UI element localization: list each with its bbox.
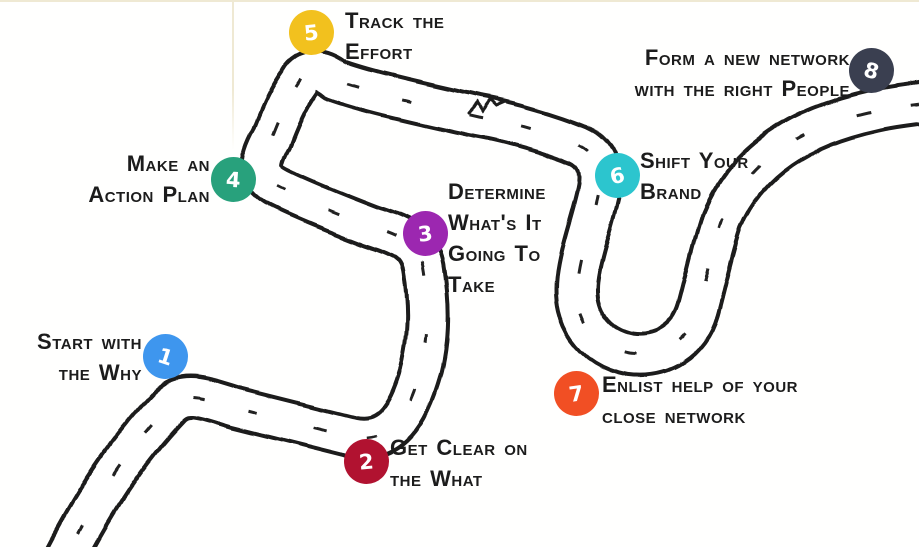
milestone-circle-3: 3 xyxy=(403,211,448,256)
label-enlist-help-of-your-close-network: Enlist help of your close network xyxy=(602,372,799,428)
milestone-circle-2: 2 xyxy=(344,439,389,484)
road-path-group xyxy=(44,48,919,547)
road-surface xyxy=(49,52,919,547)
milestone-number-7: 7 xyxy=(567,380,586,407)
milestone-circle-6: 6 xyxy=(595,153,640,198)
guide-line-top xyxy=(0,0,919,2)
label-track-the-effort: Track the Effort xyxy=(345,8,445,64)
milestone-circle-1: 1 xyxy=(143,334,188,379)
milestone-number-1: 1 xyxy=(154,342,177,371)
guide-line-vertical xyxy=(232,0,234,150)
label-form-a-new-network: Form a new network with the right People xyxy=(634,45,850,101)
milestone-circle-4: 4 xyxy=(211,157,256,202)
label-shift-your-brand: Shift Your Brand xyxy=(640,148,749,204)
road-scribble-mark xyxy=(466,96,507,114)
milestone-number-2: 2 xyxy=(358,448,375,475)
milestone-number-3: 3 xyxy=(416,220,435,247)
label-start-with-the-why: Start with the Why xyxy=(37,329,142,385)
milestone-circle-8: 8 xyxy=(849,48,894,93)
milestone-number-4: 4 xyxy=(225,167,242,192)
milestone-number-8: 8 xyxy=(861,56,882,85)
label-get-clear-on-the-what: Get Clear on the What xyxy=(390,435,528,491)
milestone-number-5: 5 xyxy=(302,19,321,46)
label-make-an-action-plan: Make an Action Plan xyxy=(88,151,210,207)
milestone-circle-7: 7 xyxy=(554,371,599,416)
milestone-circle-5: 5 xyxy=(289,10,334,55)
label-determine-whats-it-going-to-take: Determine What's It Going To Take xyxy=(448,179,546,297)
milestone-number-6: 6 xyxy=(607,162,628,189)
